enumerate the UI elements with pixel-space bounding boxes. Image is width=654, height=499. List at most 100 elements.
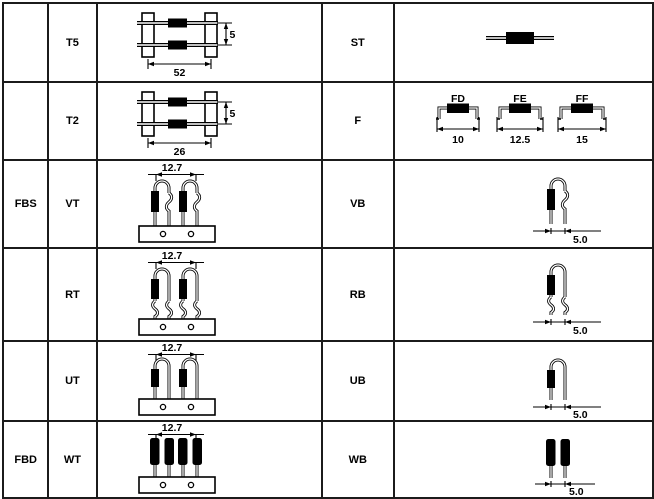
span-dim-label: 26 [173, 146, 185, 158]
bulk-code-label: VB [350, 198, 366, 210]
formed-dim-label: 10 [452, 134, 464, 146]
formed-label: FF [576, 93, 589, 105]
bead-unit [545, 263, 570, 317]
bulk-diagram-cell: 5.0 [392, 247, 654, 342]
bead-unit [149, 267, 173, 321]
group-cell [1, 81, 50, 161]
bulk-code-cell: UB [320, 340, 395, 422]
formed-lead-diagram: FD 10 FE [435, 93, 607, 146]
lead-spacing-label: 5.0 [573, 234, 588, 246]
radial-taped-diagram: 12.7 [137, 423, 216, 494]
bead-unit [149, 179, 173, 228]
radial-bulk-diagram: 5.0 [532, 263, 601, 337]
bulk-code-label: F [354, 115, 362, 127]
formed-unit: FD 10 [435, 93, 480, 146]
group-cell: FBD [1, 420, 50, 499]
span-dimension [146, 59, 212, 69]
bead-body [167, 97, 187, 107]
radial-bulk-diagram: 5.0 [532, 358, 601, 420]
formed-unit: FF 15 [557, 93, 607, 146]
carrier-tape [137, 225, 216, 243]
tape-diagram-cell: 12.7 [95, 340, 323, 422]
table-row: T2 5 [1, 81, 654, 161]
formed-dim-label: 12.5 [510, 134, 531, 146]
span-dimension [147, 432, 204, 441]
taped-axial-diagram: 5 52 [136, 12, 235, 79]
bead-unit [177, 267, 201, 321]
bulk-code-label: WB [348, 453, 367, 466]
table-row: FBS VT 12.7 VB [1, 159, 654, 249]
bulk-diagram-cell: FD 10 FE [392, 81, 654, 161]
carrier-tape [137, 476, 216, 494]
span-dimension [147, 172, 204, 181]
bulk-code-cell: F [320, 81, 395, 161]
formed-label: FD [451, 93, 465, 105]
tape-diagram-cell: 12.7 [95, 247, 323, 342]
bead-body [167, 18, 187, 28]
group-label: FBD [14, 453, 37, 466]
tape-code-cell: T5 [47, 2, 98, 83]
bead-unit [149, 357, 171, 401]
lead-spacing-dimension [534, 481, 595, 487]
tape-bar-right [203, 91, 218, 137]
group-label: FBS [14, 198, 37, 210]
span-dimension [147, 352, 204, 361]
bead-body [508, 103, 531, 113]
span-dimension [146, 138, 212, 148]
carrier-tape [137, 398, 216, 416]
lead-spacing-label: 5.0 [569, 486, 584, 497]
tape-diagram-cell: 12.7 [95, 420, 323, 499]
taped-axial-diagram: 5 26 [136, 91, 235, 158]
carrier-tape [137, 318, 216, 336]
bulk-code-cell: RB [320, 247, 395, 342]
bulk-code-cell: VB [320, 159, 395, 249]
span-dim-label: 12.7 [161, 250, 182, 262]
pitch-dim-label: 5 [229, 108, 235, 120]
span-dim-label: 12.7 [161, 162, 182, 174]
table-row: UT 12.7 UB [1, 340, 654, 422]
bead-body [167, 40, 187, 50]
group-cell [1, 247, 50, 342]
group-cell: FBS [1, 159, 50, 249]
tape-diagram-cell: 5 26 [95, 81, 323, 161]
axial-components [136, 97, 218, 129]
bulk-diagram-cell: 5.0 [392, 159, 654, 249]
radial-bulk-diagram: 5.0 [534, 437, 595, 497]
pitch-dimension [216, 101, 232, 125]
bulk-code-label: ST [350, 36, 365, 49]
bead-body [446, 103, 469, 113]
tape-bar-left [140, 91, 155, 137]
bulk-code-label: UB [349, 375, 366, 387]
tape-bar-right [203, 12, 218, 58]
tape-code-label: T5 [66, 36, 79, 49]
bead-unit [177, 357, 199, 401]
table-row: RT 12.7 RB [1, 247, 654, 342]
table-row: T5 5 [1, 2, 654, 83]
tape-code-label: VT [65, 198, 80, 210]
lead-spacing-label: 5.0 [573, 409, 588, 420]
bead-unit [176, 436, 204, 479]
bead-body [570, 103, 593, 113]
bead-body [505, 32, 534, 44]
bulk-code-cell: ST [320, 2, 395, 83]
bulk-code-cell: WB [320, 420, 395, 499]
tape-code-label: WT [63, 453, 81, 466]
radial-taped-diagram: 12.7 [137, 162, 216, 243]
lead-spacing-dimension [532, 228, 601, 234]
bulk-diagram-cell: 5.0 [392, 340, 654, 422]
tape-code-cell: VT [47, 159, 98, 249]
bead-unit [177, 179, 201, 228]
group-cell [1, 2, 50, 83]
lead-spacing-label: 5.0 [573, 325, 588, 337]
bead-unit [545, 177, 570, 226]
bead-unit [148, 436, 176, 479]
table-row: FBD WT 12.7 WB [1, 420, 654, 499]
pitch-dimension [216, 22, 232, 46]
formed-label: FE [513, 93, 526, 105]
formed-unit: FE 12.5 [496, 93, 544, 146]
tape-bar-left [140, 12, 155, 58]
radial-taped-diagram: 12.7 [137, 250, 216, 336]
axial-components [136, 18, 218, 50]
